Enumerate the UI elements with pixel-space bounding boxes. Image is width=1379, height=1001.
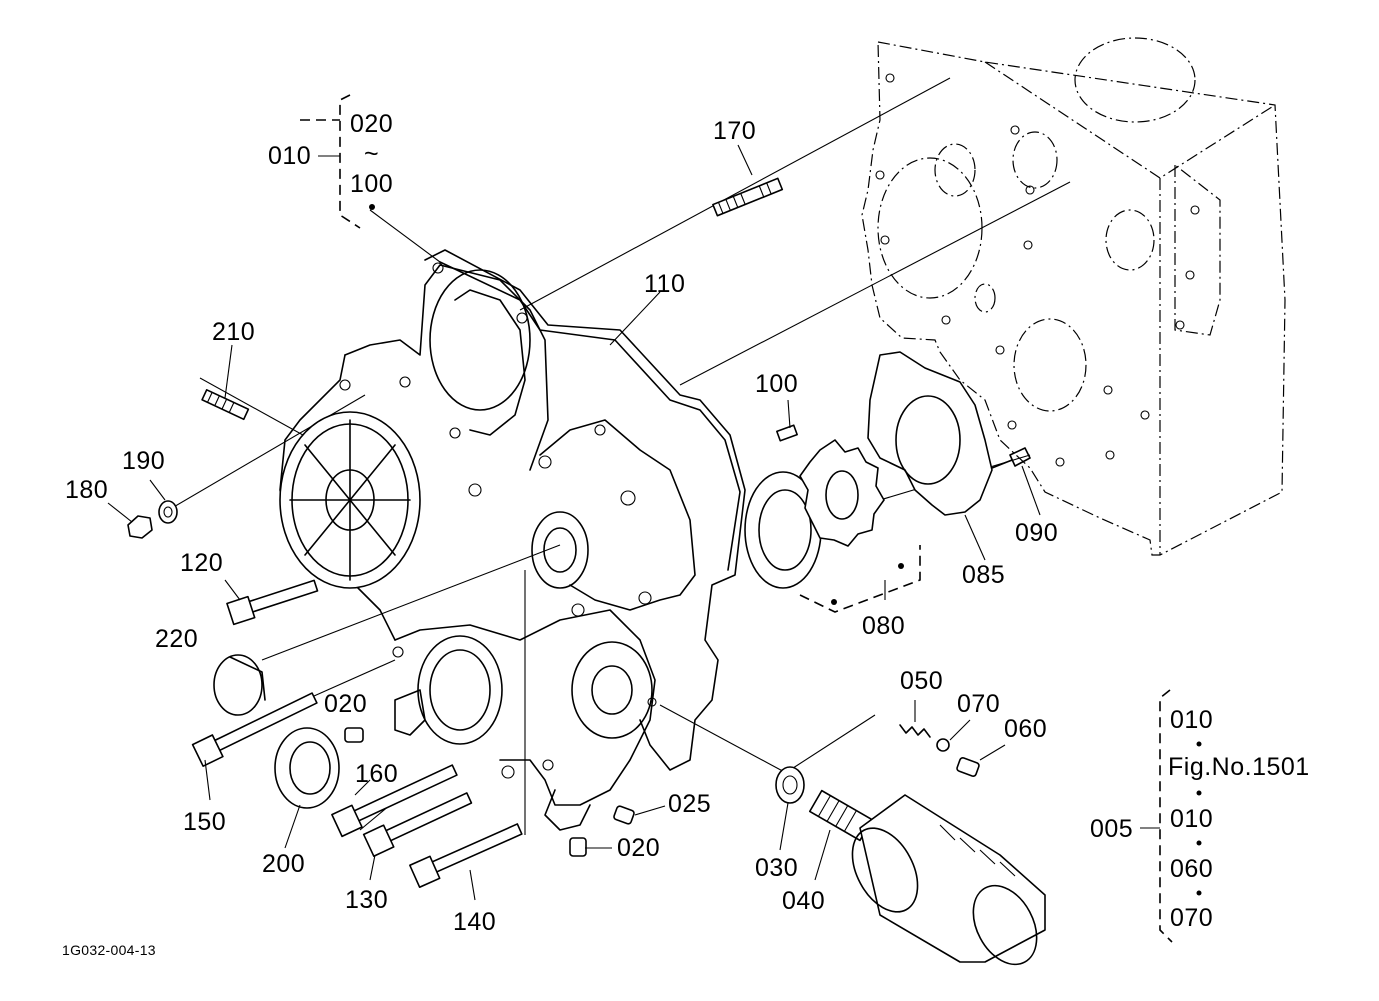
callout-120: 120 bbox=[180, 549, 224, 577]
oil-pump-parts bbox=[300, 119, 1031, 613]
callout-160: 160 bbox=[355, 760, 399, 788]
callout-100: 100 bbox=[755, 370, 799, 398]
callout-025: 025 bbox=[668, 790, 712, 818]
callout-170: 170 bbox=[713, 117, 757, 145]
callout-050: 050 bbox=[900, 667, 944, 695]
gear-case bbox=[279, 249, 746, 831]
callout-130: 130 bbox=[345, 886, 389, 914]
callout-020-bottom: 020 bbox=[617, 834, 661, 862]
fasteners bbox=[127, 177, 1046, 966]
callout-140: 140 bbox=[453, 908, 497, 936]
callout-085: 085 bbox=[962, 561, 1006, 589]
callout-100-range-end: 100 bbox=[350, 170, 394, 198]
callout-080: 080 bbox=[862, 612, 906, 640]
callout-200: 200 bbox=[262, 850, 306, 878]
legend-item: 010 bbox=[1170, 706, 1214, 734]
callout-180: 180 bbox=[65, 476, 109, 504]
legend-item: 060 bbox=[1170, 855, 1214, 883]
callout-110: 110 bbox=[644, 270, 686, 298]
legend-item: 070 bbox=[1170, 904, 1214, 932]
callout-210: 210 bbox=[212, 318, 256, 346]
callout-range-tilde: ~ bbox=[364, 140, 380, 168]
reference-dots bbox=[369, 204, 1202, 896]
figure-code: 1G032-004-13 bbox=[62, 942, 156, 958]
callout-030: 030 bbox=[755, 854, 799, 882]
callout-010: 010 bbox=[268, 142, 312, 170]
callout-leaders bbox=[107, 94, 1173, 943]
oil-filter bbox=[851, 794, 1046, 966]
callout-005: 005 bbox=[1090, 815, 1134, 843]
engine-block-outline bbox=[861, 37, 1286, 556]
callout-020-plug: 020 bbox=[324, 690, 368, 718]
callout-070: 070 bbox=[957, 690, 1001, 718]
callout-090: 090 bbox=[1015, 519, 1059, 547]
callout-040: 040 bbox=[782, 887, 826, 915]
callout-220: 220 bbox=[155, 625, 199, 653]
legend-item: 010 bbox=[1170, 805, 1214, 833]
guide-lines bbox=[159, 77, 1071, 835]
legend-figure-ref: Fig.No.1501 bbox=[1168, 753, 1310, 781]
callout-190: 190 bbox=[122, 447, 166, 475]
callout-020-range-start: 020 bbox=[350, 110, 394, 138]
callout-150: 150 bbox=[183, 808, 227, 836]
callout-060: 060 bbox=[1004, 715, 1048, 743]
